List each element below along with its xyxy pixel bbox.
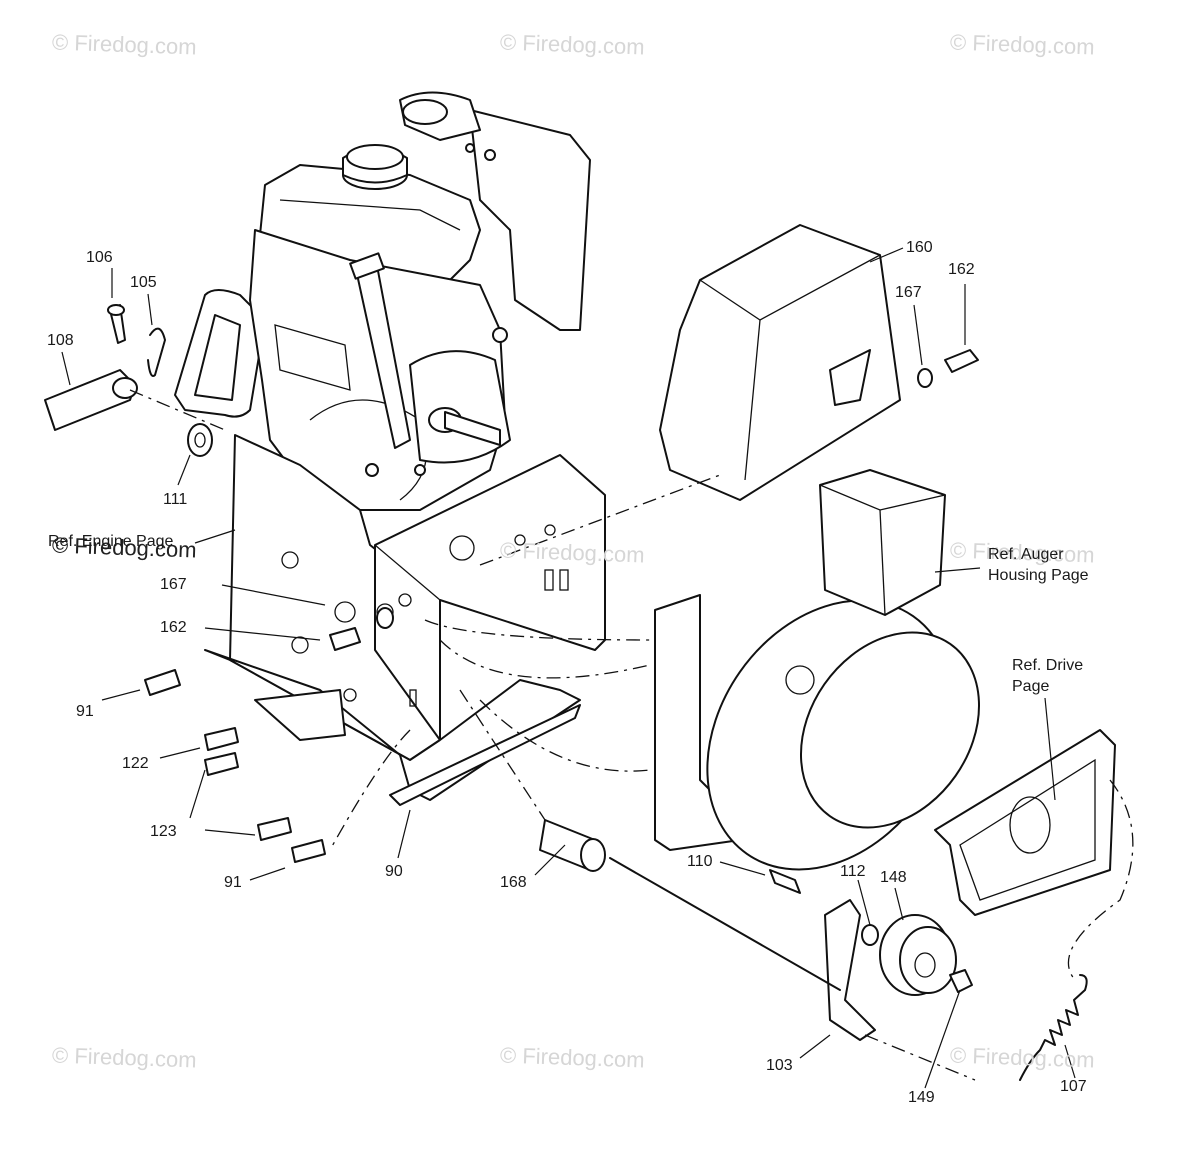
auger-housing-illustration [654, 469, 981, 871]
engine-illustration [174, 91, 591, 511]
drive-plate-illustration [934, 729, 1116, 916]
callout-148: 148 [880, 869, 907, 886]
watermark-top-center: © Firedog.com [499, 29, 646, 60]
callout-149: 149 [908, 1089, 935, 1106]
watermark-bottom-left: © Firedog.com [51, 1042, 198, 1073]
callout-112: 112 [840, 863, 866, 880]
callout-103: 103 [766, 1057, 793, 1074]
ref-drive-line1: Ref. Drive [1012, 657, 1084, 674]
watermark-top-left: © Firedog.com [51, 29, 198, 60]
callout-108: 108 [47, 332, 74, 349]
callout-162-left: 162 [160, 619, 187, 636]
callout-105: 105 [130, 274, 157, 291]
ref-drive-line2: Page [1012, 678, 1050, 695]
callout-91-lower: 91 [224, 874, 242, 891]
callout-123: 123 [150, 823, 177, 840]
callout-168: 168 [500, 874, 527, 891]
pulley-assembly-illustration [824, 899, 1088, 1081]
small-parts-illustration [44, 304, 979, 991]
ref-engine-page: Ref. Engine Page [48, 533, 174, 550]
watermark-mid-center: © Firedog.com [499, 537, 646, 568]
leader-lines [61, 247, 1076, 1089]
callout-110: 110 [687, 853, 713, 870]
callout-107: 107 [1060, 1078, 1087, 1095]
callout-111: 111 [163, 491, 188, 508]
callout-122: 122 [122, 755, 149, 772]
frame-illustration [204, 434, 606, 806]
ref-auger-housing-line1: Ref. Auger [988, 546, 1064, 563]
callout-91-upper: 91 [76, 703, 94, 720]
watermark-bottom-center: © Firedog.com [499, 1042, 646, 1073]
callout-160: 160 [906, 239, 933, 256]
assembly-guide-lines [129, 389, 1134, 1081]
callout-106: 106 [86, 249, 113, 266]
callout-90: 90 [385, 863, 403, 880]
callout-167-top: 167 [895, 284, 922, 301]
callout-162-top: 162 [948, 261, 975, 278]
ref-auger-housing-line2: Housing Page [988, 567, 1089, 584]
belt-cover-illustration [659, 224, 901, 501]
watermark-bottom-right: © Firedog.com [949, 1042, 1096, 1073]
watermark-top-right: © Firedog.com [949, 29, 1096, 60]
callout-167-left: 167 [160, 576, 187, 593]
